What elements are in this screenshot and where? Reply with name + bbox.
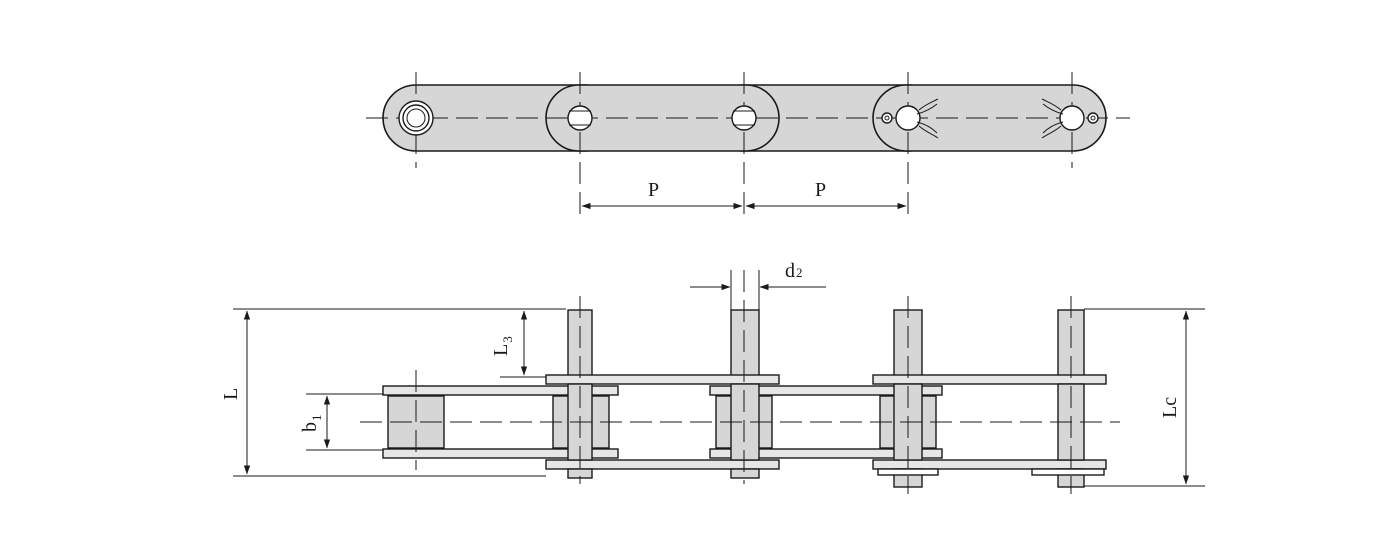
pitch-label-right: P <box>815 179 826 201</box>
L-label: L <box>220 388 242 400</box>
inner-plate-top-1 <box>382 385 619 396</box>
L3-label: L3 <box>490 336 515 356</box>
outer-plate-bottom-2 <box>872 459 1107 470</box>
d2-label: d2 <box>785 260 803 282</box>
pin-tail-2 <box>730 468 760 479</box>
bushing-hole-icon <box>398 100 434 136</box>
inner-plate-top-2 <box>709 385 943 396</box>
top-view: P P <box>366 72 1130 220</box>
inner-plate-bottom-1 <box>382 448 619 459</box>
Lc-label: Lc <box>1159 397 1181 418</box>
outer-plate-top-1 <box>545 374 780 385</box>
b1-label: b1 <box>299 415 324 433</box>
pin-hole-icon-1 <box>567 105 593 131</box>
pitch-label-left: P <box>648 179 659 201</box>
inner-plate-bottom-2 <box>709 448 943 459</box>
cotter-hole-icon-1 <box>881 98 939 139</box>
pin-extension-2 <box>730 309 760 379</box>
outer-plate-bottom-1 <box>545 459 780 470</box>
outer-plate-top-2 <box>872 374 1107 385</box>
cotter-washer-1 <box>877 468 939 476</box>
bottom-view: d2 L3 L b1 Lc <box>220 260 1205 494</box>
cotter-hole-icon-2 <box>1041 98 1099 139</box>
cotter-washer-2 <box>1031 468 1105 476</box>
pin-hole-icon-2 <box>731 105 757 131</box>
